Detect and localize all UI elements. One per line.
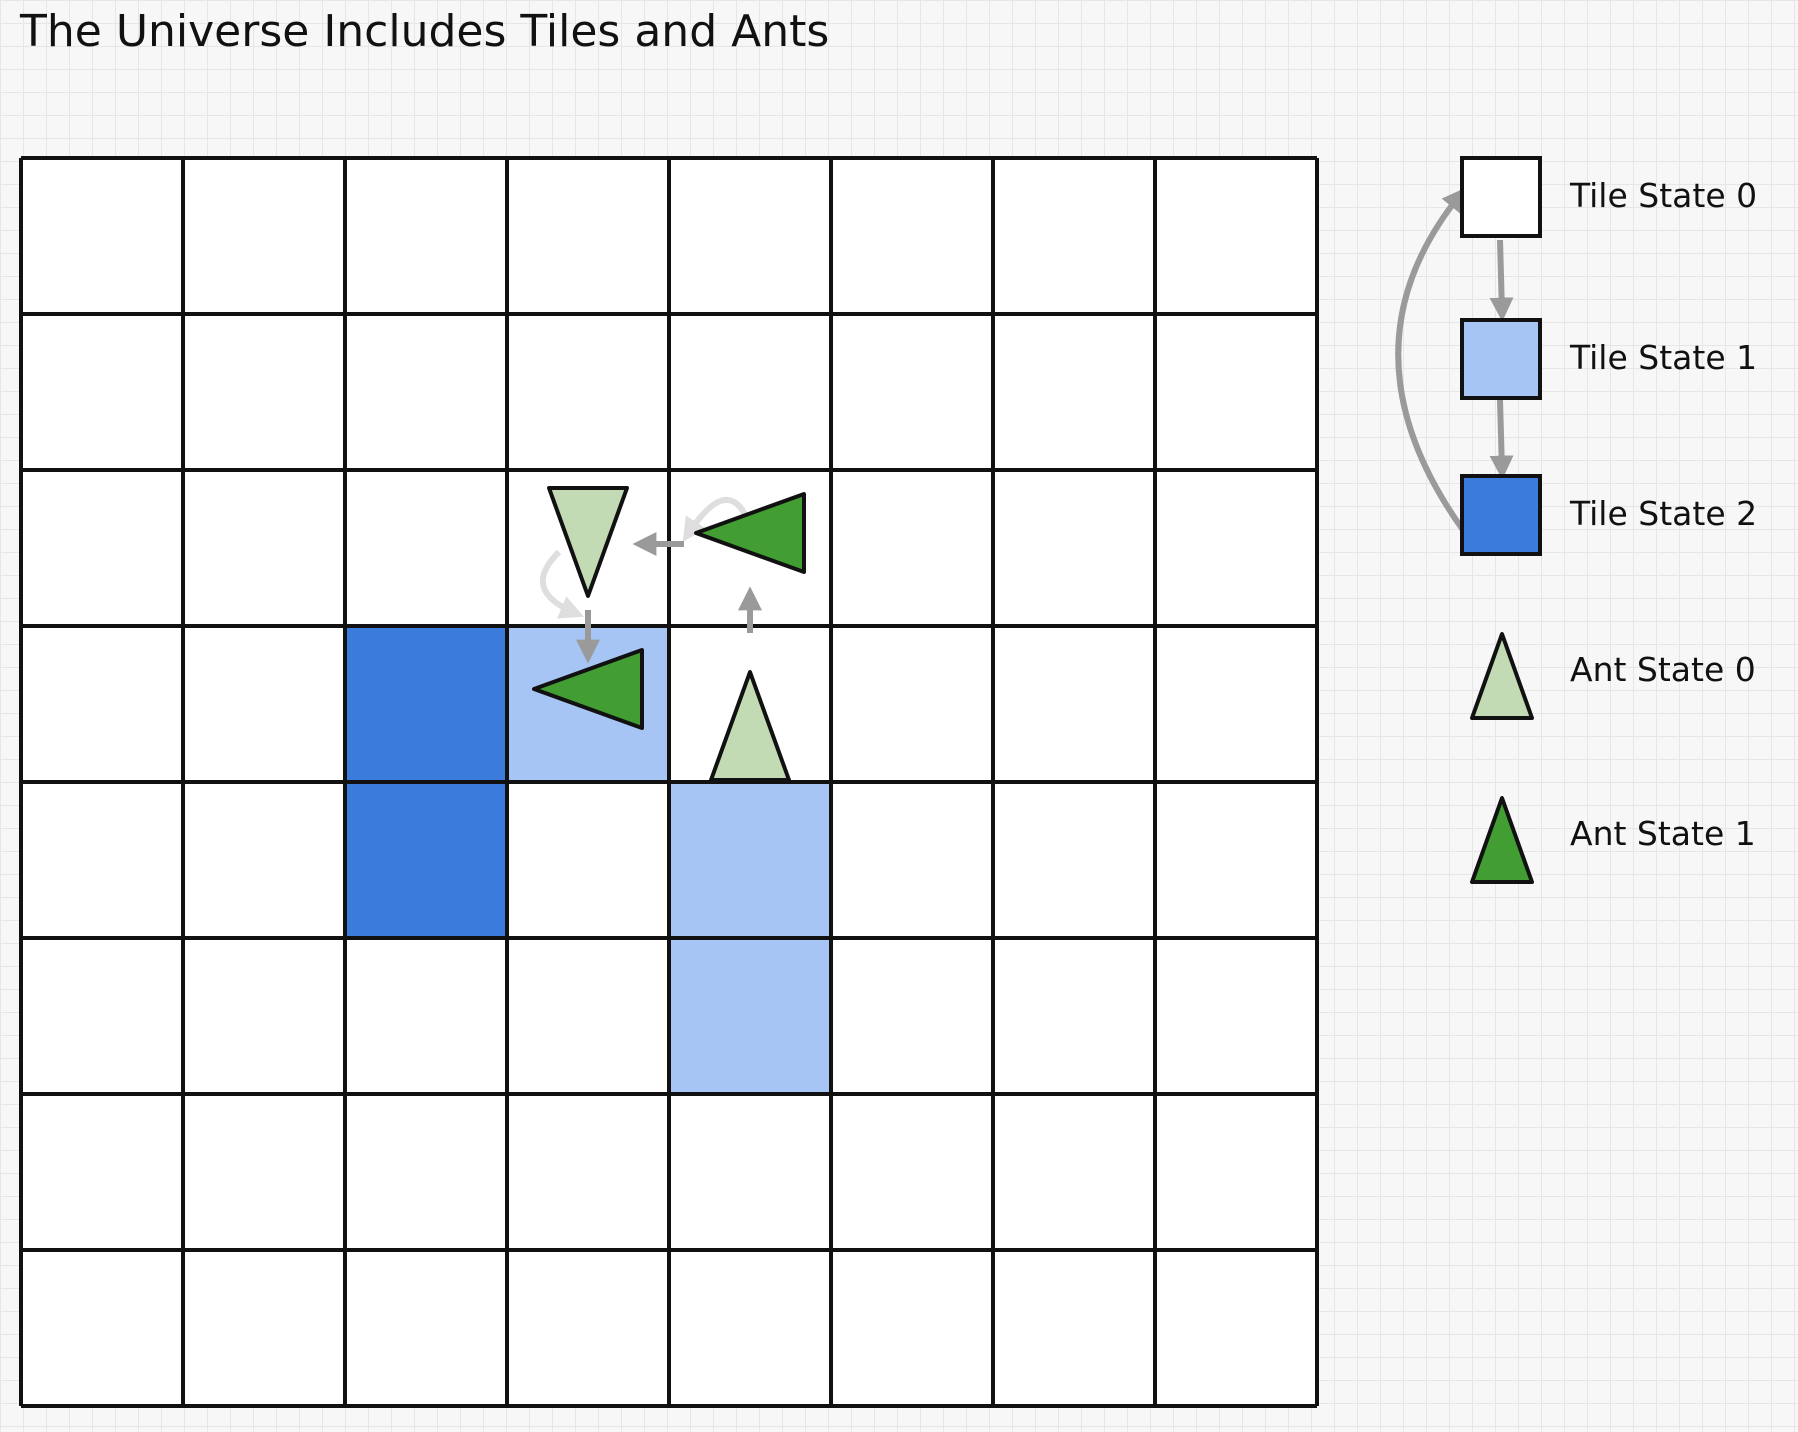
ant-state-1-facing-left xyxy=(694,492,806,574)
tile-state-0 xyxy=(183,938,345,1094)
tile-state-0 xyxy=(993,938,1155,1094)
legend-label-tile-state-1: Tile State 1 xyxy=(1570,338,1758,377)
grid-lines xyxy=(19,156,1319,1408)
tile-state-0 xyxy=(345,1094,507,1250)
tile-state-0 xyxy=(507,938,669,1094)
tile-state-0 xyxy=(831,626,993,782)
tile-state-0 xyxy=(21,1094,183,1250)
legend-ant-state-1-swatch xyxy=(1470,796,1534,884)
tile-state-0 xyxy=(1155,626,1317,782)
tile-state-0 xyxy=(507,314,669,470)
tile-state-0 xyxy=(993,158,1155,314)
ant-state-0-facing-down xyxy=(547,486,629,598)
tile-state-0 xyxy=(345,314,507,470)
tile-state-0 xyxy=(993,626,1155,782)
tile-state-0 xyxy=(183,470,345,626)
tile-state-0 xyxy=(345,938,507,1094)
tile-state-0 xyxy=(21,1250,183,1406)
legend-tile-state-1-swatch xyxy=(1460,318,1542,400)
tile-state-0 xyxy=(993,1250,1155,1406)
legend-tile-state-2-swatch xyxy=(1460,474,1542,556)
tile-state-0 xyxy=(507,782,669,938)
tile-state-0 xyxy=(21,158,183,314)
ant-state-0-facing-up xyxy=(709,670,791,782)
tile-state-0 xyxy=(345,470,507,626)
tile-state-0 xyxy=(1155,1094,1317,1250)
legend-label-ant-state-1: Ant State 1 xyxy=(1570,814,1756,853)
tile-state-0 xyxy=(831,1250,993,1406)
tile-state-0 xyxy=(831,470,993,626)
tile-state-0 xyxy=(507,1250,669,1406)
tile-state-0 xyxy=(669,314,831,470)
tile-state-1 xyxy=(669,938,831,1094)
turn-arrow-light xyxy=(539,549,584,619)
tile-state-0 xyxy=(183,1250,345,1406)
tile-state-0 xyxy=(1155,158,1317,314)
tile-state-0 xyxy=(831,1094,993,1250)
tile-state-2 xyxy=(345,782,507,938)
legend xyxy=(1395,156,1542,884)
tile-state-0 xyxy=(21,626,183,782)
cycle-arrow-2-to-0 xyxy=(1395,187,1467,532)
tile-state-0 xyxy=(507,158,669,314)
tile-state-1 xyxy=(669,782,831,938)
ant-state-1-facing-left xyxy=(532,648,644,730)
tile-state-0 xyxy=(993,1094,1155,1250)
legend-ant-state-0-swatch xyxy=(1470,632,1534,720)
tile-state-2 xyxy=(345,626,507,782)
tile-state-0 xyxy=(831,314,993,470)
tile-state-0 xyxy=(345,1250,507,1406)
tile-state-0 xyxy=(669,158,831,314)
tile-state-0 xyxy=(183,1094,345,1250)
tile-state-0 xyxy=(21,782,183,938)
tile-state-0 xyxy=(21,938,183,1094)
tile-state-0 xyxy=(21,314,183,470)
tile-state-0 xyxy=(993,314,1155,470)
tile-state-0 xyxy=(183,314,345,470)
tile-state-0 xyxy=(669,1094,831,1250)
cycle-arrow-1-to-2 xyxy=(1489,399,1514,480)
tile-state-0 xyxy=(345,158,507,314)
legend-tile-state-0-swatch xyxy=(1460,156,1542,238)
cycle-arrow-0-to-1 xyxy=(1489,239,1514,322)
legend-label-tile-state-2: Tile State 2 xyxy=(1570,494,1758,533)
tile-state-0 xyxy=(993,470,1155,626)
tile-grid xyxy=(21,158,1317,1406)
tile-state-0 xyxy=(669,1250,831,1406)
diagram-title: The Universe Includes Tiles and Ants xyxy=(20,6,830,57)
legend-label-ant-state-0: Ant State 0 xyxy=(1570,650,1756,689)
tile-state-0 xyxy=(1155,314,1317,470)
tile-state-0 xyxy=(183,158,345,314)
tile-state-0 xyxy=(1155,938,1317,1094)
tile-state-0 xyxy=(1155,782,1317,938)
tile-state-0 xyxy=(507,1094,669,1250)
tile-state-0 xyxy=(1155,1250,1317,1406)
tile-state-0 xyxy=(183,626,345,782)
tile-state-0 xyxy=(21,470,183,626)
tile-state-0 xyxy=(183,782,345,938)
tile-state-0 xyxy=(831,158,993,314)
ants xyxy=(532,486,806,782)
tile-state-0 xyxy=(993,782,1155,938)
tile-state-0 xyxy=(1155,470,1317,626)
legend-label-tile-state-0: Tile State 0 xyxy=(1570,176,1758,215)
tile-state-0 xyxy=(831,938,993,1094)
tile-state-0 xyxy=(831,782,993,938)
